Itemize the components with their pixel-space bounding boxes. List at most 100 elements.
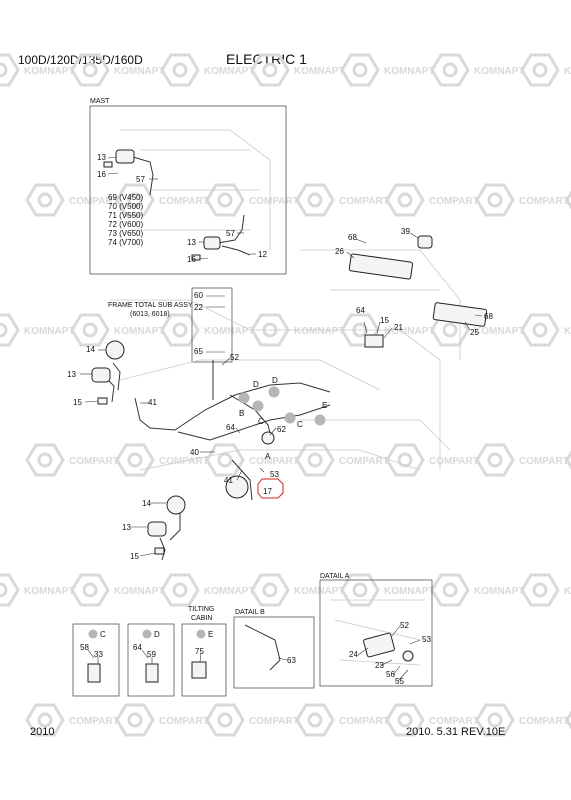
callout-13: 13 [97, 153, 106, 162]
view-label-c: C [297, 420, 303, 429]
callout-13: 13 [187, 238, 196, 247]
switch [191, 661, 207, 679]
svg-text:COMPART: COMPART [69, 456, 119, 467]
callout-12: 12 [258, 250, 267, 259]
horn [225, 475, 249, 499]
detail-a-label: DATAIL A [320, 573, 350, 580]
callout-68: 68 [484, 312, 493, 321]
model-label: 100D/120D/135D/160D [18, 53, 143, 67]
mast-label: MAST [90, 98, 110, 105]
work-lamp [91, 367, 111, 383]
svg-text:COMPART: COMPART [519, 456, 569, 467]
svg-text:COMPART: COMPART [429, 196, 479, 207]
svg-text:COMPART: COMPART [429, 456, 479, 467]
box-label-e: E [208, 630, 213, 639]
svg-text:COMPART: COMPART [249, 456, 299, 467]
watermark-pattern: KOMNAPT KOMNAPT KOMNAPT KOMNAPT KOMNAPT KOMNA… [0, 53, 571, 737]
combination-lamp [348, 253, 414, 280]
view-label-a: A [265, 452, 271, 461]
frame-sub-assy-box [191, 287, 233, 363]
svg-text:KOMNAPT: KOMNAPT [564, 586, 571, 597]
callout-22: 22 [194, 303, 203, 312]
callout-60: 60 [194, 291, 203, 300]
callout-63: 63 [287, 656, 296, 665]
callout-52: 52 [400, 621, 409, 630]
callout-14: 14 [142, 499, 151, 508]
svg-text:KOMNAPT: KOMNAPT [564, 326, 571, 337]
svg-text:COMPART: COMPART [249, 716, 299, 727]
svg-text:KOMNAPT: KOMNAPT [294, 66, 345, 77]
svg-text:KOMNAPT: KOMNAPT [24, 326, 75, 337]
head-lamp [166, 495, 186, 515]
mast-box [89, 105, 287, 275]
svg-text:KOMNAPT: KOMNAPT [114, 586, 165, 597]
frame-sub-assy-code: (6013, 6018) [130, 311, 170, 318]
callout-55: 55 [395, 677, 404, 686]
variant-73: 73 (V650) [108, 229, 143, 238]
svg-text:KOMNAPT: KOMNAPT [204, 586, 255, 597]
callout-40: 40 [190, 448, 199, 457]
work-lamp [147, 521, 167, 537]
sensor-bracket [87, 663, 101, 683]
variant-71: 71 (V550) [108, 211, 143, 220]
variant-72: 72 (V600) [108, 220, 143, 229]
detail-b-box [233, 616, 315, 689]
svg-text:KOMNAPT: KOMNAPT [384, 66, 435, 77]
callout-52: 52 [230, 353, 239, 362]
marker-d [142, 629, 152, 639]
svg-text:COMPART: COMPART [429, 716, 479, 727]
callout-41: 41 [148, 398, 157, 407]
variant-69: 69 (V450) [108, 193, 143, 202]
marker-c [88, 629, 98, 639]
callout-64: 64 [133, 643, 142, 652]
parts-shapes [87, 149, 488, 683]
fuse-holder [364, 334, 384, 348]
callout-56: 56 [386, 670, 395, 679]
callout-17: 17 [263, 487, 272, 496]
callout-53: 53 [422, 635, 431, 644]
detail-e-box [181, 623, 227, 697]
detail-d-box [127, 623, 175, 697]
callout-65: 65 [194, 347, 203, 356]
combination-lamp [432, 302, 488, 327]
detail-a-box [319, 579, 433, 687]
sensor-bracket [145, 663, 159, 683]
beacon [417, 235, 433, 249]
svg-text:KOMNAPT: KOMNAPT [384, 326, 435, 337]
detail-b-label: DATAIL B [235, 609, 265, 616]
connector [191, 254, 201, 261]
svg-text:COMPART: COMPART [249, 196, 299, 207]
bracket [363, 632, 395, 658]
leader-lines [80, 156, 483, 682]
relay [261, 431, 275, 445]
svg-text:KOMNAPT: KOMNAPT [294, 326, 345, 337]
callout-15: 15 [380, 316, 389, 325]
svg-text:KOMNAPT: KOMNAPT [474, 586, 525, 597]
callout-21: 21 [394, 323, 403, 332]
svg-text:KOMNAPT: KOMNAPT [114, 326, 165, 337]
svg-text:KOMNAPT: KOMNAPT [24, 66, 75, 77]
svg-text:COMPART: COMPART [519, 196, 569, 207]
callout-57: 57 [226, 229, 235, 238]
highlight-hexagon [257, 478, 284, 499]
callout-33: 33 [94, 650, 103, 659]
svg-text:KOMNAPT: KOMNAPT [204, 66, 255, 77]
machine-outline [110, 129, 461, 666]
view-markers [88, 386, 326, 639]
svg-text:KOMNAPT: KOMNAPT [114, 66, 165, 77]
footer-date-rev: 2010. 5.31 REV.10E [406, 726, 506, 738]
work-lamp [203, 236, 221, 250]
callout-64: 64 [356, 306, 365, 315]
footer-page: 2010 [30, 726, 55, 738]
svg-text:KOMNAPT: KOMNAPT [474, 66, 525, 77]
callout-13: 13 [122, 523, 131, 532]
callout-13: 13 [67, 370, 76, 379]
view-label-d: D [272, 376, 278, 385]
svg-text:COMPART: COMPART [339, 196, 389, 207]
head-lamp [105, 340, 125, 360]
connector [154, 547, 165, 555]
callout-57: 57 [136, 175, 145, 184]
variant-74: 74 (V700) [108, 238, 143, 247]
